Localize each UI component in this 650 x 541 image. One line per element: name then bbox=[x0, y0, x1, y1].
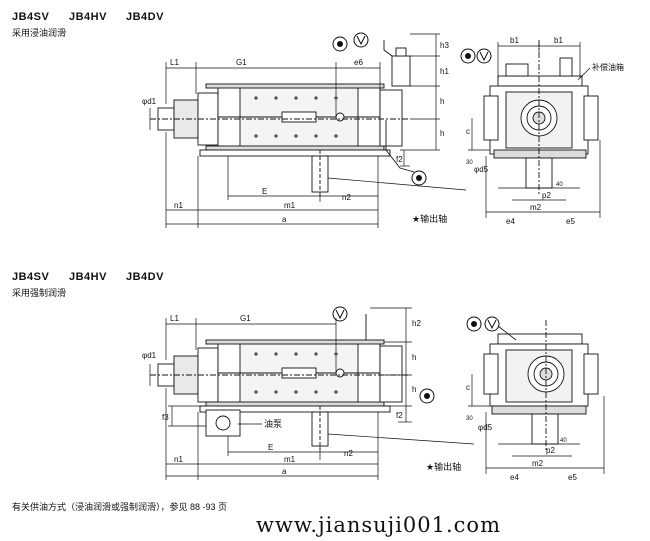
footer-note: 有关供油方式（浸油润滑或强制润滑），参见 88 -93 页 bbox=[12, 502, 228, 512]
s2-label-d5: φd5 bbox=[478, 423, 493, 432]
s2-label-p2: p2 bbox=[546, 446, 555, 455]
s1-label-30: 30 bbox=[466, 160, 473, 166]
s2-label-e5: e5 bbox=[568, 473, 577, 482]
section1-model-jb4dv: JB4DV bbox=[126, 11, 164, 23]
section2-oil-symbol-top bbox=[332, 306, 348, 322]
s1-label-sup40: 40 bbox=[556, 182, 563, 188]
s1-label-d5: φd5 bbox=[474, 165, 489, 174]
s2-label-f2: f2 bbox=[396, 411, 403, 420]
s1-label-e5: e5 bbox=[566, 217, 575, 226]
section2-side-view bbox=[150, 314, 410, 450]
s2-label-h2: h2 bbox=[412, 319, 421, 328]
s1-label-m1: m1 bbox=[284, 201, 296, 210]
s1-label-h3: h3 bbox=[440, 41, 449, 50]
s2-label-sup40: 40 bbox=[560, 438, 567, 444]
s2-label-output-shaft: ★输出轴 bbox=[426, 461, 461, 472]
section2-side-dimensions bbox=[149, 307, 475, 480]
s2-label-g1: G1 bbox=[240, 314, 251, 323]
section2-drain-symbol bbox=[419, 388, 435, 404]
s2-label-m1: m1 bbox=[284, 455, 296, 464]
s1-label-e: E bbox=[262, 187, 267, 196]
section2-model-jb4sv: JB4SV bbox=[12, 271, 50, 283]
s2-label-h-b: h bbox=[412, 385, 416, 394]
s1-label-g1: G1 bbox=[236, 58, 247, 67]
s1-label-n1: n1 bbox=[174, 201, 183, 210]
s2-label-a: a bbox=[282, 467, 287, 476]
section1-side-view bbox=[150, 40, 415, 196]
section2-model-jb4hv: JB4HV bbox=[69, 271, 107, 283]
section2-end-labels: c 30 φd5 40 p2 m2 e4 e5 ★输出轴 bbox=[426, 383, 577, 482]
s1-label-d1: φd1 bbox=[142, 97, 157, 106]
s1-label-output-shaft: ★输出轴 bbox=[412, 213, 447, 224]
section2-end-dimensions bbox=[468, 374, 605, 474]
s1-label-h-a: h bbox=[440, 97, 444, 106]
section2-side-labels: L1 G1 h2 h h φd1 f3 f2 油泵 E n2 n1 m1 a bbox=[142, 314, 421, 476]
s1-label-f2: f2 bbox=[396, 155, 403, 164]
s2-label-n2: n2 bbox=[344, 449, 353, 458]
s2-label-h-a: h bbox=[412, 353, 416, 362]
section1-subtitle: 采用浸油润滑 bbox=[12, 28, 67, 38]
section2-end-oil-symbols bbox=[466, 316, 517, 341]
s1-label-breather: 补偿油箱 bbox=[592, 62, 624, 72]
section2-end-view bbox=[483, 320, 599, 452]
section2-model-jb4dv: JB4DV bbox=[126, 271, 164, 283]
s2-label-m2: m2 bbox=[532, 459, 544, 468]
section1-end-labels: b1 b1 补偿油箱 c 30 φd5 40 p2 m2 e4 e5 ★输出轴 bbox=[412, 36, 624, 226]
section1-drain-symbol bbox=[411, 170, 427, 186]
s1-label-e6: e6 bbox=[354, 58, 363, 67]
s1-label-e4: e4 bbox=[506, 217, 515, 226]
section1-side-labels: L1 G1 e6 h3 h1 h h φd1 f2 E n2 n1 m1 a bbox=[142, 41, 449, 224]
s2-label-d1: φd1 bbox=[142, 351, 157, 360]
s1-label-a: a bbox=[282, 215, 287, 224]
s1-label-n2: n2 bbox=[342, 193, 351, 202]
s1-label-p2: p2 bbox=[542, 191, 551, 200]
section1-side-dimensions bbox=[149, 33, 467, 228]
s1-label-l1: L1 bbox=[170, 58, 179, 67]
section1-model-jb4sv: JB4SV bbox=[12, 11, 50, 23]
s2-label-f3: f3 bbox=[162, 413, 169, 422]
section2-subtitle: 采用强制润滑 bbox=[12, 288, 67, 298]
s1-label-b1-left: b1 bbox=[510, 36, 519, 45]
s2-label-c: c bbox=[466, 383, 470, 392]
s1-label-m2: m2 bbox=[530, 203, 542, 212]
section1-end-oil-symbols bbox=[460, 48, 492, 64]
s2-label-pump: 油泵 bbox=[264, 418, 282, 429]
s2-label-30: 30 bbox=[466, 416, 473, 422]
s1-label-h1: h1 bbox=[440, 67, 449, 76]
s2-label-l1: L1 bbox=[170, 314, 179, 323]
section1-end-view bbox=[483, 40, 599, 196]
watermark: www.jiansuji001.com bbox=[256, 513, 501, 537]
section1-end-dimensions bbox=[468, 42, 601, 218]
s1-label-h-b: h bbox=[440, 129, 444, 138]
section1-oil-symbol-top bbox=[332, 32, 369, 52]
section1-model-jb4hv: JB4HV bbox=[69, 11, 107, 23]
s2-label-n1: n1 bbox=[174, 455, 183, 464]
s1-label-b1-right: b1 bbox=[554, 36, 563, 45]
s1-label-c: c bbox=[466, 127, 470, 136]
s2-label-e4: e4 bbox=[510, 473, 519, 482]
s2-label-e: E bbox=[268, 443, 273, 452]
